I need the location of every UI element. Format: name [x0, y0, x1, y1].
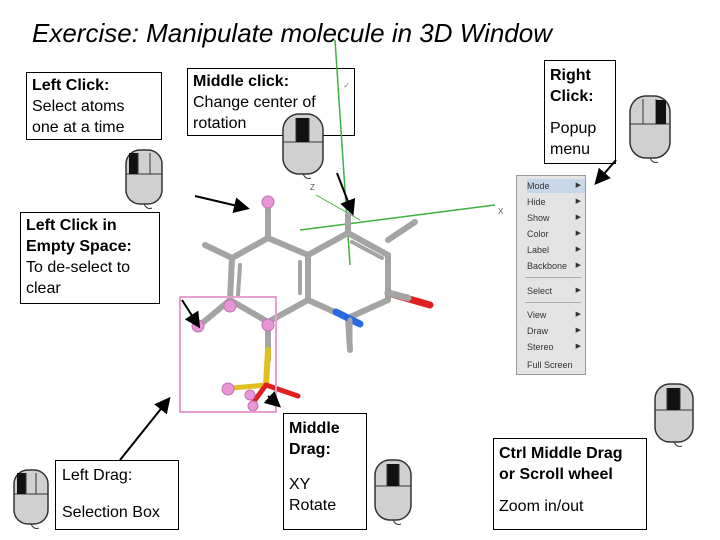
middle-drag-callout: Middle Drag: XY Rotate: [283, 413, 367, 530]
popup-menu: Mode▶ Hide▶ Show▶ Color▶ Label▶ Backbone…: [516, 175, 586, 375]
molecule-bonds: [197, 199, 418, 363]
left-click-empty-callout: Left Click in Empty Space: To de-select …: [20, 212, 160, 304]
mouse-icon-middle-drag: [374, 459, 412, 525]
middle-drag-heading-2: Drag:: [289, 441, 331, 458]
nitrogen-atom: [332, 308, 364, 328]
menu-item-label[interactable]: Label▶: [527, 245, 581, 255]
menu-separator: [525, 302, 581, 303]
slide-title: Exercise: Manipulate molecule in 3D Wind…: [32, 18, 552, 48]
left-click-heading: Left Click:: [32, 77, 110, 94]
menu-item-select[interactable]: Select▶: [527, 286, 581, 296]
empty-heading-2: Empty Space:: [26, 238, 132, 255]
ctrl-heading-1: Ctrl Middle Drag: [499, 445, 623, 462]
selection-box: [179, 296, 277, 413]
mouse-icon-left-click: [125, 149, 163, 209]
menu-item-full-screen[interactable]: Full Screen: [527, 360, 573, 370]
menu-item-hide[interactable]: Hide▶: [527, 197, 581, 207]
ctrl-text: Zoom in/out: [499, 498, 584, 515]
menu-item-color[interactable]: Color▶: [527, 229, 581, 239]
right-click-line-1: Popup: [550, 120, 597, 137]
corner-check-mark: ✓: [343, 81, 350, 90]
empty-line-2: clear: [26, 280, 61, 297]
mouse-icon-left-drag: [13, 469, 49, 529]
left-click-line-2: one at a time: [32, 119, 125, 136]
axis-x-label: X: [498, 207, 504, 216]
left-drag-heading: Left Drag:: [62, 467, 133, 484]
menu-item-stereo[interactable]: Stereo▶: [527, 342, 581, 352]
mouse-icon-ctrl-middle: [654, 383, 694, 447]
middle-click-callout: Middle click: Change center of rotation …: [187, 68, 355, 136]
left-click-callout: Left Click: Select atoms one at a time: [26, 72, 162, 140]
middle-drag-heading-1: Middle: [289, 420, 340, 437]
middle-drag-line-2: Rotate: [289, 497, 337, 514]
left-drag-text: Selection Box: [62, 504, 160, 521]
pointer-arrows: [119, 159, 617, 461]
ctrl-heading-2: or Scroll wheel: [499, 466, 613, 483]
middle-click-line-1: Change center of: [193, 94, 316, 111]
right-click-line-2: menu: [550, 141, 591, 158]
selected-atoms[interactable]: [191, 195, 275, 412]
middle-click-heading: Middle click:: [193, 73, 290, 90]
axis-z-label: Z: [310, 183, 315, 192]
middle-click-line-2: rotation: [193, 115, 247, 132]
menu-item-show[interactable]: Show▶: [527, 213, 581, 223]
molecule-double-bonds: [236, 240, 384, 297]
menu-item-backbone[interactable]: Backbone▶: [527, 261, 581, 271]
mouse-icon-right-click: [629, 95, 671, 163]
middle-drag-line-1: XY: [289, 476, 311, 493]
left-click-line-1: Select atoms: [32, 98, 125, 115]
menu-separator: [525, 277, 581, 278]
right-click-callout: Right Click: Popup menu: [544, 60, 616, 164]
menu-item-draw[interactable]: Draw▶: [527, 326, 581, 336]
empty-line-1: To de-select to: [26, 259, 131, 276]
right-click-heading-2: Click:: [550, 88, 594, 105]
sulfur-atom: [263, 347, 271, 388]
empty-heading-1: Left Click in: [26, 217, 117, 234]
menu-item-view[interactable]: View▶: [527, 310, 581, 320]
left-drag-callout: Left Drag: Selection Box: [55, 460, 179, 530]
mouse-icon-middle-click: [282, 113, 324, 179]
ctrl-middle-callout: Ctrl Middle Drag or Scroll wheel Zoom in…: [493, 438, 647, 530]
right-click-heading-1: Right: [550, 67, 591, 84]
menu-item-mode[interactable]: Mode▶: [527, 179, 585, 193]
